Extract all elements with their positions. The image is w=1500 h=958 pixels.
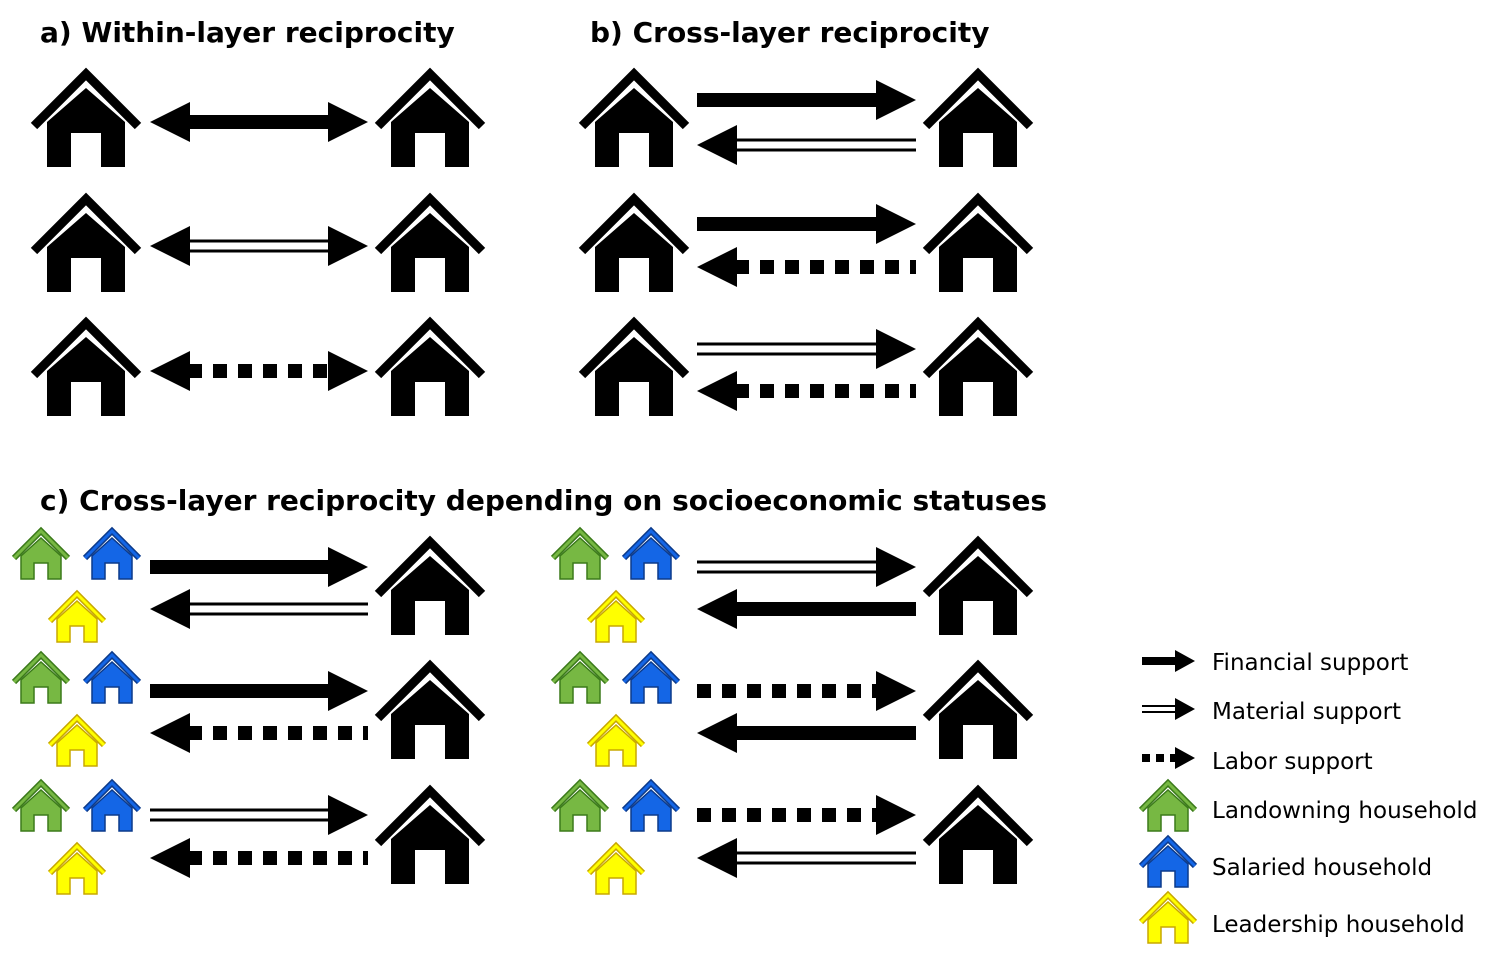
panel-b-house-right-1 <box>922 67 1034 167</box>
panel-c-left-3-salaried-house-icon <box>82 778 142 832</box>
panel-c-right-1-salaried-house-icon <box>621 526 681 580</box>
panel-c-left-forward-arrow-material <box>150 795 368 835</box>
panel-c-left-2-leadership-house-icon <box>47 713 107 767</box>
panel-c-right-backward-arrow-financial <box>697 589 916 629</box>
panel-b-forward-arrow-financial <box>697 80 916 120</box>
legend-label-leadership: Leadership household <box>1212 912 1465 938</box>
panel-a-house-right-3 <box>374 316 486 416</box>
panel-b-forward-arrow-financial <box>697 204 916 244</box>
panel-c-right-3-salaried-house-icon <box>621 778 681 832</box>
salaried-house-icon <box>1138 834 1198 888</box>
panel-c-left-2-landowning-house-icon <box>11 650 71 704</box>
legend-label-material: Material support <box>1212 699 1402 725</box>
legend-label-salaried: Salaried household <box>1212 855 1433 881</box>
panel-c-right-backward-arrow-material <box>697 838 916 878</box>
panel-c-right-forward-arrow-labor <box>697 795 916 835</box>
panel-c-right-backward-arrow-financial <box>697 713 916 753</box>
panel-b-house-right-2 <box>922 192 1034 292</box>
panel-a-arrow-material <box>150 226 368 266</box>
panel-b-house-left-2 <box>578 192 690 292</box>
panel-c-left-2-salaried-house-icon <box>82 650 142 704</box>
panel-b-backward-arrow-labor <box>697 371 916 411</box>
panel-c-right-forward-arrow-labor <box>697 671 916 711</box>
panel-c-right-2-salaried-house-icon <box>621 650 681 704</box>
panel-c-left-black-house-3 <box>374 784 486 884</box>
panel-c-left-1-landowning-house-icon <box>11 526 71 580</box>
panel-a-title: a) Within-layer reciprocity <box>40 16 455 49</box>
panel-b-house-left-3 <box>578 316 690 416</box>
panel-c-left-backward-arrow-labor <box>150 838 368 878</box>
panel-c-left-backward-arrow-labor <box>150 713 368 753</box>
panel-c-title: c) Cross-layer reciprocity depending on … <box>40 484 1048 517</box>
panel-c-left-black-house-1 <box>374 535 486 635</box>
panel-a-house-right-2 <box>374 192 486 292</box>
panel-a-house-right-1 <box>374 67 486 167</box>
legend-label-landowning: Landowning household <box>1212 798 1478 824</box>
panel-c-right-2-landowning-house-icon <box>550 650 610 704</box>
panel-c-right-forward-arrow-material <box>697 547 916 587</box>
panel-c-left-3-leadership-house-icon <box>47 841 107 895</box>
panel-a-house-left-2 <box>30 192 142 292</box>
landowning-house-icon <box>1138 778 1198 832</box>
panel-c-left-1-leadership-house-icon <box>47 589 107 643</box>
panel-b-title: b) Cross-layer reciprocity <box>590 16 990 49</box>
legend-label-labor: Labor support <box>1212 749 1373 775</box>
panel-a-arrow-labor <box>150 351 368 391</box>
panel-b-backward-arrow-material <box>697 125 916 165</box>
panel-c-right-1-leadership-house-icon <box>586 589 646 643</box>
panel-c-left-1-salaried-house-icon <box>82 526 142 580</box>
panel-b-house-left-1 <box>578 67 690 167</box>
panel-a-house-left-1 <box>30 67 142 167</box>
panel-a-arrow-financial <box>150 102 368 142</box>
panel-c-right-3-leadership-house-icon <box>586 841 646 895</box>
panel-c-right-black-house-2 <box>922 659 1034 759</box>
panel-c-left-forward-arrow-financial <box>150 671 368 711</box>
panel-c-left-backward-arrow-material <box>150 589 368 629</box>
panel-b-backward-arrow-labor <box>697 247 916 287</box>
material-arrow-icon <box>1142 698 1195 720</box>
legend-label-financial: Financial support <box>1212 650 1409 676</box>
panel-c-left-3-landowning-house-icon <box>11 778 71 832</box>
panel-c-left-forward-arrow-financial <box>150 547 368 587</box>
panel-c-right-black-house-1 <box>922 535 1034 635</box>
panel-c-right-3-landowning-house-icon <box>550 778 610 832</box>
financial-arrow-icon <box>1142 650 1195 672</box>
panel-c-right-black-house-3 <box>922 784 1034 884</box>
panel-c-left-black-house-2 <box>374 659 486 759</box>
panel-c-right-2-leadership-house-icon <box>586 713 646 767</box>
panel-a-house-left-3 <box>30 316 142 416</box>
panel-c-right-1-landowning-house-icon <box>550 526 610 580</box>
leadership-house-icon <box>1138 890 1198 944</box>
panel-b-forward-arrow-material <box>697 329 916 369</box>
panel-b-house-right-3 <box>922 316 1034 416</box>
labor-arrow-icon <box>1142 747 1195 769</box>
